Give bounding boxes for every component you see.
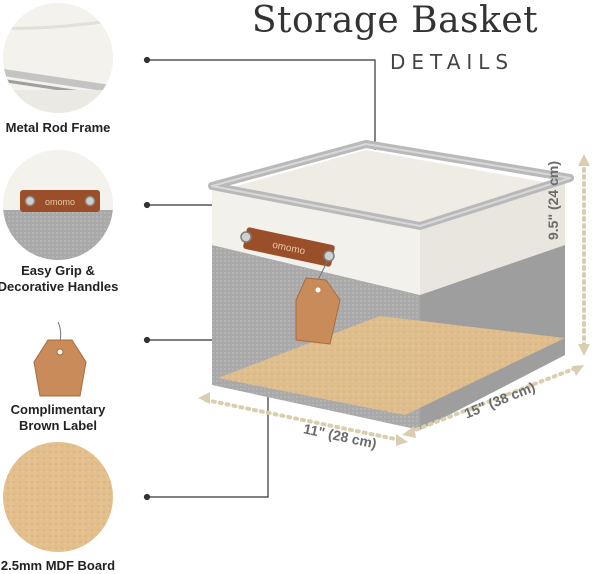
dimension-height-label: 9.5" (24 cm)	[545, 160, 561, 240]
dimension-arrows	[198, 154, 590, 446]
storage-basket: omomo	[208, 140, 574, 430]
metal-rod-frame-icon	[3, 3, 113, 113]
page-title: Storage Basket	[251, 0, 539, 41]
feature-label-brown-label: Complimentary Brown Label	[0, 402, 128, 434]
mdf-board-icon	[3, 442, 113, 552]
feature-label-mdf-board: 2.5mm MDF Board	[0, 558, 116, 573]
dimension-lines	[204, 160, 586, 442]
feature-label-handles-line1: Easy Grip &	[21, 263, 95, 278]
feature-label-handles: Easy Grip & Decorative Handles	[0, 263, 128, 295]
feature-label-brown-label-line1: Complimentary	[10, 402, 106, 417]
page-subtitle: DETAILS	[390, 50, 515, 74]
feature-label-brown-label-line2: Brown Label	[18, 418, 97, 433]
feature-label-metal-rod-frame: Metal Rod Frame	[5, 120, 111, 135]
brown-label-icon	[33, 321, 87, 397]
feature-label-handles-line2: Decorative Handles	[0, 279, 119, 294]
svg-text:omomo: omomo	[45, 197, 75, 207]
leather-handle-icon: omomo	[3, 150, 113, 260]
